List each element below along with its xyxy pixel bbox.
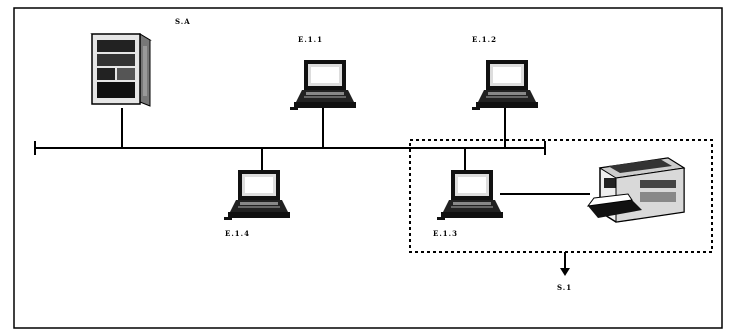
server-label: S.A [175, 17, 191, 26]
workstation-node-e14: E.1.4 [224, 170, 290, 238]
laptop-icon [290, 60, 356, 110]
server-node: S.A [92, 17, 191, 106]
printer-icon [588, 158, 684, 222]
connection-lines [122, 108, 590, 194]
backbone-bus [35, 141, 545, 155]
workstation-node-e13: E.1.3 [433, 170, 503, 238]
workstation-label-e13: E.1.3 [433, 229, 458, 238]
server-icon [92, 34, 150, 106]
workstation-node-e12: E.1.2 [472, 35, 538, 110]
laptop-icon [472, 60, 538, 110]
subnet-label: S.1 [557, 283, 572, 292]
workstation-node-e11: E.1.1 [290, 35, 356, 110]
workstation-label-e14: E.1.4 [225, 229, 250, 238]
laptop-icon [224, 170, 290, 220]
subnet-arrow [560, 252, 570, 276]
workstation-label-e12: E.1.2 [472, 35, 497, 44]
workstation-label-e11: E.1.1 [298, 35, 323, 44]
laptop-icon [437, 170, 503, 220]
